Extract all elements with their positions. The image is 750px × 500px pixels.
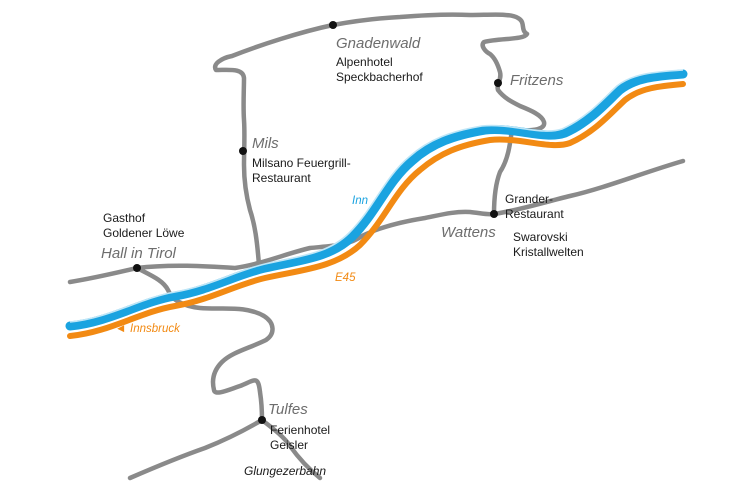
poi-alpenhotel-line1: Alpenhotel [336,55,393,69]
road-hall-tulfes [127,265,275,481]
poi-swarovski-line1: Swarovski [513,230,568,244]
poi-ferienhotel-line2: Geisler [270,438,308,452]
tulfes-dot [258,416,266,424]
river-label: Inn [352,195,368,207]
poi-ferienhotel-line1: Ferienhotel [270,423,330,437]
poi-milsano-line2: Restaurant [252,171,311,185]
poi-gasthof-line2: Goldener Löwe [103,226,185,240]
poi-grander-line1: Grander- [505,192,553,206]
poi-swarovski-line2: Kristallwelten [513,245,584,259]
road-valley-south [67,158,686,285]
poi-gasthof-line1: Gasthof [103,211,146,225]
highway-e45 [67,81,686,339]
innsbruck-label: Innsbruck [130,323,181,335]
poi-glungezerbahn: Glungezerbahn [244,464,326,478]
road-gnadenwald-loop [212,12,547,268]
hall-dot [133,264,141,272]
river-inn-highlight [69,69,684,323]
wattens-dot [490,210,498,218]
mils-dot [239,147,247,155]
town-mils: Mils [252,135,279,152]
innsbruck-arrow-icon: ◄ [115,323,126,335]
gnadenwald-dot [329,21,337,29]
town-wattens: Wattens [441,224,496,241]
fritzens-dot [494,79,502,87]
poi-grander-line2: Restaurant [505,207,564,221]
town-hall: Hall in Tirol [101,245,177,262]
river-inn [65,69,688,331]
road-tulfes-east [259,417,323,481]
highway-label: E45 [335,272,356,284]
town-gnadenwald: Gnadenwald [336,35,421,52]
town-tulfes: Tulfes [268,401,308,418]
town-fritzens: Fritzens [510,72,564,89]
poi-milsano-line1: Milsano Feuergrill- [252,156,351,170]
poi-alpenhotel-line2: Speckbacherhof [336,70,423,84]
